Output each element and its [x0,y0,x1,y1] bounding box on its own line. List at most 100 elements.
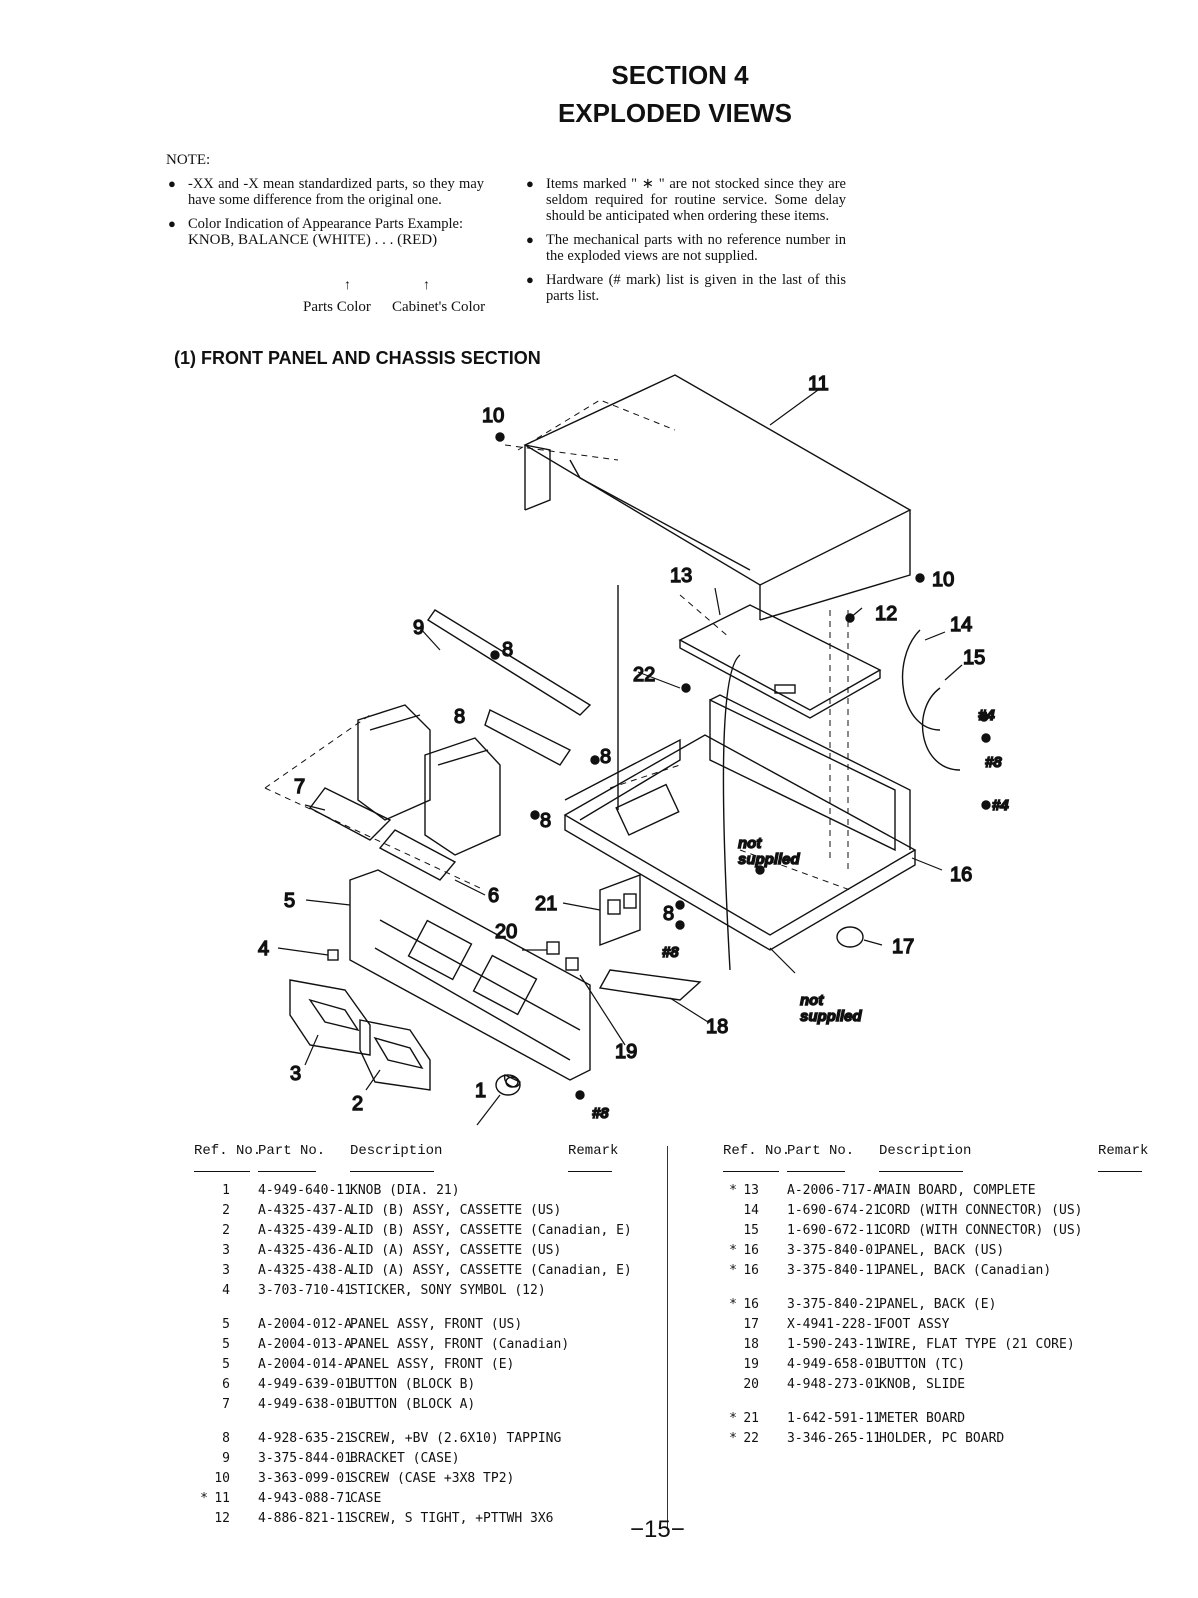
description-cell: PANEL, BACK (US) [879,1243,1005,1258]
header-remark: Remark [568,1143,619,1159]
part-number-cell: 3-375-840-01 [787,1243,881,1258]
description-cell: MAIN BOARD, COMPLETE [879,1183,1036,1198]
header-ref: Ref. No. [723,1143,791,1159]
not-supplied-label: supplied [800,1008,863,1025]
main-board-part [678,604,882,719]
callout-8: 8 [502,639,513,661]
part-number-cell: 3-375-840-11 [787,1263,881,1278]
ref-cell: 5 [222,1357,230,1372]
callout-20: 20 [495,921,517,943]
header-part: Part No. [787,1143,855,1159]
part-number-cell: A-2004-013-A [258,1337,352,1352]
part-number-cell: 4-949-658-01 [787,1357,881,1372]
ref-cell: 11 [214,1491,230,1506]
part-number-cell: 4-949-638-01 [258,1397,352,1412]
mark-cell: * [729,1297,737,1312]
ref-cell: 1 [222,1183,230,1198]
ref-cell: 22 [743,1431,759,1446]
mark-cell: * [200,1491,208,1506]
mark-cell: * [729,1411,737,1426]
description-cell: BRACKET (CASE) [350,1451,460,1466]
description-cell: METER BOARD [879,1411,966,1426]
foot-part [836,926,864,948]
part-number-cell: 1-690-672-11 [787,1223,881,1238]
part-number-cell: A-4325-438-A [258,1263,352,1278]
part-number-cell: 3-703-710-41 [258,1283,352,1298]
part-number-cell: 4-943-088-71 [258,1491,352,1506]
description-cell: PANEL, BACK (Canadian) [879,1263,1052,1278]
part-number-cell: 4-928-635-21 [258,1431,352,1446]
header-ref: Ref. No. [194,1143,262,1159]
knob-part [495,1074,521,1096]
callout-21: 21 [535,893,557,915]
description-cell: CORD (WITH CONNECTOR) (US) [879,1203,1083,1218]
callout-8: 8 [600,746,611,768]
part-number-cell: A-2004-014-A [258,1357,352,1372]
page-title: EXPLODED VIEWS [557,98,793,128]
description-cell: CASE [350,1491,382,1506]
description-cell: HOLDER, PC BOARD [879,1431,1005,1446]
ref-cell: 13 [743,1183,759,1198]
note-text: -XX and -X mean standardized parts, so t… [188,176,484,208]
note-not-supplied: ● The mechanical parts with no reference… [524,232,846,264]
header-part: Part No. [258,1143,326,1159]
part-number-cell: A-4325-437-A [258,1203,352,1218]
callout-1: 1 [475,1080,486,1102]
description-cell: BUTTON (BLOCK A) [350,1397,476,1412]
description-cell: PANEL ASSY, FRONT (E) [350,1357,515,1372]
header-rule [350,1171,434,1172]
note-text: The mechanical parts with no reference n… [546,232,846,264]
part-number-cell: A-4325-436-A [258,1243,352,1258]
ref-cell: 9 [222,1451,230,1466]
ref-cell: 21 [743,1411,759,1426]
header-desc: Description [879,1143,972,1159]
description-cell: SCREW, +BV (2.6X10) TAPPING [350,1431,562,1446]
header-rule [787,1171,845,1172]
callout-12: 12 [875,603,897,625]
ref-cell: 2 [222,1223,230,1238]
subsection-title: (1) FRONT PANEL AND CHASSIS SECTION [174,348,541,368]
callout-14: 14 [950,614,972,636]
callout-hardware-4: #4 [978,707,995,724]
callout-6: 6 [488,885,499,907]
description-cell: BUTTON (BLOCK B) [350,1377,476,1392]
part-number-cell: 4-886-821-11 [258,1511,352,1526]
parts-color-label: Parts Color [303,299,371,315]
not-supplied-label: supplied [738,851,801,868]
cabinet-color-label: Cabinet's Color [392,299,486,315]
note-label: NOTE: [166,152,211,168]
callout-5: 5 [284,890,295,912]
cord-part [722,654,741,971]
callout-4: 4 [258,938,269,960]
part-number-cell: 4-948-273-01 [787,1377,881,1392]
callout-22: 22 [633,664,655,686]
part-number-cell: 3-375-840-21 [787,1297,881,1312]
description-cell: KNOB (DIA. 21) [350,1183,460,1198]
section-number: SECTION 4 [611,60,749,90]
exploded-view-diagram: 1 2 3 4 5 6 7 8 8 8 8 8 9 10 10 11 12 13… [250,370,1050,1130]
callout-hardware-8: #8 [592,1105,609,1122]
notes-left: ● -XX and -X mean standardized parts, so… [166,176,484,249]
header-rule [1098,1171,1142,1172]
part-number-cell: 4-949-639-01 [258,1377,352,1392]
callout-18: 18 [706,1016,728,1038]
ref-cell: 8 [222,1431,230,1446]
table-header: Ref. No. Part No. Description Remark [723,1143,1148,1183]
ref-cell: 15 [743,1223,759,1238]
knob-slide-part [546,941,560,955]
button-tc-part [565,957,579,971]
callout-3: 3 [290,1063,301,1085]
description-cell: LID (A) ASSY, CASSETTE (Canadian, E) [350,1263,632,1278]
